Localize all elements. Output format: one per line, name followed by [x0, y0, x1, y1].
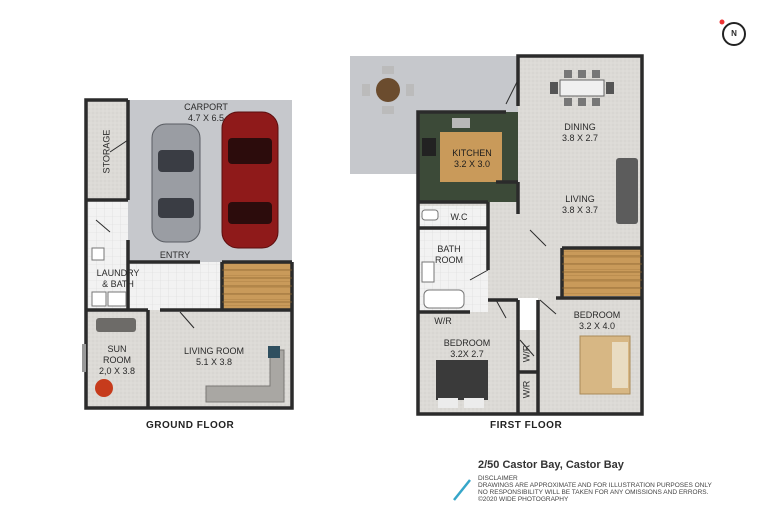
bed-icon-bedroom2 — [436, 360, 488, 408]
grey-car-icon — [151, 123, 201, 243]
dining-dims: 3.8 X 2.7 — [561, 133, 599, 143]
living-room-name: LIVING ROOM — [183, 346, 244, 356]
living-name: LIVING — [565, 194, 595, 204]
dining-table-icon — [550, 70, 614, 106]
wr2-label: W/R — [521, 344, 532, 363]
bed-icon-bedroom1 — [579, 335, 631, 395]
red-car-icon — [221, 111, 279, 249]
sun-room-name2: ROOM — [103, 355, 131, 365]
disclaimer-title: DISCLAIMER — [478, 475, 518, 482]
copyright: ©2020 WIDE PHOTOGRAPHY — [478, 496, 569, 503]
ground-floor-title: GROUND FLOOR — [146, 420, 235, 431]
living-room-dims: 5.1 X 3.8 — [195, 357, 233, 367]
laundry-name2: & BATH — [102, 279, 134, 289]
entry-area — [128, 262, 222, 310]
vanity-icon — [107, 291, 127, 307]
bathroom-vanity-icon — [421, 261, 435, 283]
sun-room-sofa-icon — [96, 318, 136, 332]
laundry-name: LAUNDRY — [96, 268, 140, 278]
kitchen-island — [440, 132, 502, 182]
living-label: LIVING 3.8 X 3.7 — [550, 194, 610, 216]
sectional-sofa-icon — [205, 349, 285, 403]
bathroom-name: BATH — [437, 244, 461, 254]
outdoor-table-icon — [362, 66, 414, 114]
accent-line — [453, 479, 471, 501]
kitchen-name: KITCHEN — [452, 148, 492, 158]
bedroom2-dims: 3.2X 2.7 — [450, 349, 484, 359]
kitchen-dims: 3.2 X 3.0 — [453, 159, 491, 169]
bathroom-name2: ROOM — [435, 255, 463, 265]
cushion-icon — [268, 346, 280, 358]
laundry-sink-icon — [91, 247, 105, 261]
dining-name: DINING — [564, 122, 596, 132]
living-room-label: LIVING ROOM 5.1 X 3.8 — [176, 346, 252, 368]
bedroom1-label: BEDROOM 3.2 X 4.0 — [560, 310, 634, 332]
toilet-icon — [91, 291, 107, 307]
storage-area — [86, 100, 128, 200]
wr3-label: W/R — [521, 380, 532, 399]
bathroom-label: BATH ROOM — [426, 244, 472, 266]
wc-toilet-icon — [421, 209, 439, 221]
ground-floor-plan — [82, 98, 294, 410]
cooktop-icon — [422, 138, 436, 156]
north-compass-icon — [719, 19, 746, 46]
kitchen-sink-icon — [452, 118, 470, 128]
storage-label: STORAGE — [101, 129, 112, 174]
bathtub-icon — [423, 289, 465, 309]
first-floor-plan — [350, 54, 644, 416]
carport-dims: 4.7 X 6.5 — [187, 113, 225, 123]
wr1-label: W/R — [434, 316, 452, 326]
sun-room-label: SUN ROOM 2,0 X 3.8 — [86, 344, 148, 377]
bedroom2-label: BEDROOM 3.2X 2.7 — [432, 338, 502, 360]
dining-label: DINING 3.8 X 2.7 — [550, 122, 610, 144]
entry-label: ENTRY — [159, 250, 191, 260]
wc-label: W.C — [450, 212, 468, 222]
bedroom1-name: BEDROOM — [573, 310, 621, 320]
first-floor-title: FIRST FLOOR — [490, 420, 563, 431]
kitchen-label: KITCHEN 3.2 X 3.0 — [442, 148, 502, 170]
carport-name: CARPORT — [184, 102, 228, 112]
sun-room-dims: 2,0 X 3.8 — [98, 366, 136, 376]
living-dims: 3.8 X 3.7 — [561, 205, 599, 215]
property-address: 2/50 Castor Bay, Castor Bay — [478, 459, 624, 471]
living-sofa-icon — [616, 158, 638, 224]
disclaimer-line1: DRAWINGS ARE APPROXIMATE AND FOR ILLUSTR… — [478, 482, 712, 489]
compass-letter: N — [731, 29, 737, 38]
carport-label: CARPORT 4.7 X 6.5 — [176, 102, 236, 124]
disclaimer-line2: NO RESPONSIBILITY WILL BE TAKEN FOR ANY … — [478, 489, 709, 496]
bedroom2-name: BEDROOM — [443, 338, 491, 348]
bedroom1-dims: 3.2 X 4.0 — [578, 321, 616, 331]
laundry-label: LAUNDRY & BATH — [90, 268, 146, 290]
armchair-icon — [95, 379, 113, 397]
sun-room-name: SUN — [107, 344, 127, 354]
